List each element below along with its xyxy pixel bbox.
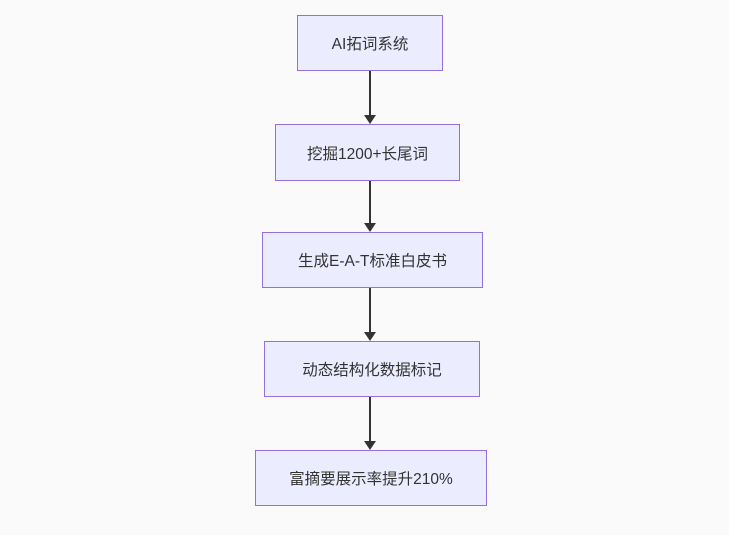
flow-node-label: 挖掘1200+长尾词 — [306, 145, 429, 163]
arrow-line — [369, 71, 371, 117]
flow-node-structured-data-markup: 动态结构化数据标记 — [264, 341, 480, 397]
flow-node-label: 动态结构化数据标记 — [302, 362, 442, 379]
arrow-line — [369, 288, 371, 334]
flow-node-label: 生成E-A-T标准白皮书 — [298, 253, 447, 270]
flow-node-ai-keyword-system: AI拓词系统 — [297, 15, 443, 71]
flow-arrow — [362, 397, 378, 450]
flow-arrow — [362, 288, 378, 341]
flow-node-eat-whitepaper: 生成E-A-T标准白皮书 — [262, 232, 483, 288]
arrowhead-down-icon — [364, 223, 376, 232]
flow-node-label: AI拓词系统 — [331, 36, 409, 53]
flow-arrow — [362, 181, 378, 232]
flow-node-label: 富摘要展示率提升210% — [289, 471, 453, 488]
flow-node-rich-snippet-result: 富摘要展示率提升210% — [255, 450, 487, 506]
arrowhead-down-icon — [364, 115, 376, 124]
flow-node-longtail-mining: 挖掘1200+长尾词 — [275, 124, 460, 181]
arrow-line — [369, 397, 371, 443]
arrow-line — [369, 181, 371, 225]
arrowhead-down-icon — [364, 441, 376, 450]
flow-arrow — [362, 71, 378, 124]
arrowhead-down-icon — [364, 332, 376, 341]
